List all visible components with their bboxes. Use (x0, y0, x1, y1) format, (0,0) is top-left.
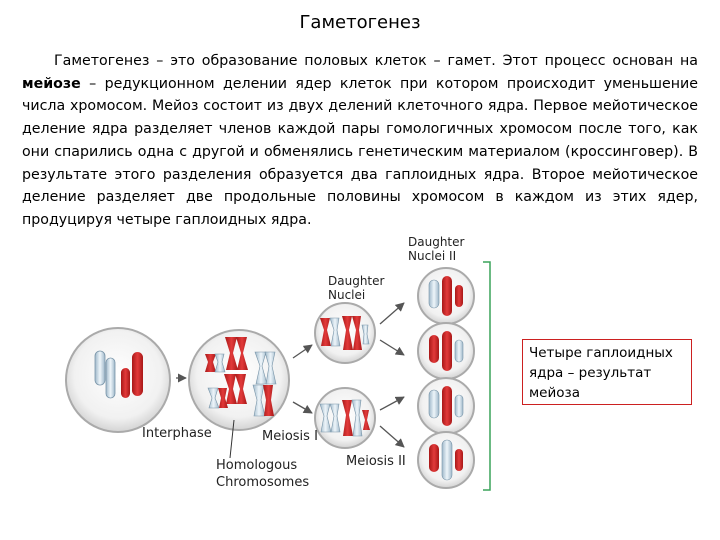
label-homologous-line1: Homologous (216, 458, 297, 473)
label-daughter-nuclei-2-line1: Daughter (408, 235, 465, 249)
arrows (176, 302, 405, 448)
daughter-nucleus-2-c (417, 377, 475, 435)
label-daughter-nuclei-2-line2: Nuclei II (408, 249, 456, 263)
label-interphase: Interphase (142, 426, 212, 441)
daughter-nucleus-2-a (417, 267, 475, 325)
daughter-nucleus-2-b (417, 322, 475, 380)
daughter-nucleus-2-d (417, 431, 475, 489)
group-bracket (483, 261, 491, 491)
paragraph-text-2: – редукционном делении ядер клеток при к… (22, 75, 698, 228)
daughter-nucleus-top (314, 302, 376, 364)
meiosis-1-cell (188, 329, 290, 431)
page-title: Гаметогенез (299, 12, 421, 33)
homologous-pointer (229, 419, 235, 459)
label-homologous-line2: Chromosomes (216, 475, 309, 490)
daughter-nucleus-bottom (314, 387, 376, 449)
paragraph-text-1: Гаметогенез – это образование половых кл… (54, 53, 698, 69)
label-daughter-nuclei-line1: Daughter (328, 274, 385, 288)
paragraph-bold-term: мейозе (22, 75, 81, 92)
label-daughter-nuclei-line2: Nuclei (328, 288, 365, 302)
label-meiosis-2: Meiosis II (346, 454, 406, 469)
result-callout: Четыре гаплоидных ядра – результат мейоз… (522, 339, 692, 405)
label-meiosis-1: Meiosis I (262, 429, 318, 444)
interphase-cell (65, 327, 171, 433)
description-paragraph: Гаметогенез – это образование половых кл… (22, 50, 698, 232)
